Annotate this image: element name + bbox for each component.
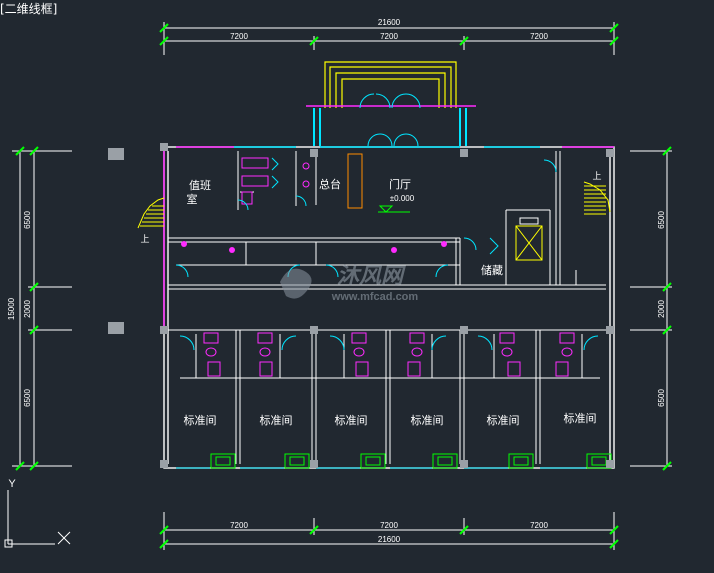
room-bathroom-fixtures [203,332,575,377]
room-doors [179,335,599,351]
watermark: 沐风网 www.mfcad.com [280,263,418,303]
bottom-total-dim: 21600 [378,535,401,544]
stair-up-right: 上 [592,171,601,181]
bottom-dim-3: 7200 [530,521,548,530]
top-dim-ticks [159,23,619,46]
bottom-dimensions [163,512,615,550]
axis-marker [108,148,124,160]
entrance-canopy [324,61,457,108]
interior-walls [168,151,606,290]
bottom-dim-1: 7200 [230,521,248,530]
left-dim-3: 6500 [23,389,32,407]
right-dim-2: 2000 [657,300,666,318]
right-dim-3: 6500 [657,389,666,407]
left-dim-ticks [15,146,39,471]
right-dim-ticks [662,146,672,471]
duty-room-label-2: 室 [187,192,198,206]
top-total-dim: 21600 [378,18,401,27]
front-desk-label: 总台 [319,177,341,191]
restroom-partitions [237,157,307,211]
left-dim-2: 2000 [23,300,32,318]
stair-up-left: 上 [140,234,149,244]
elevator-shaft [515,217,543,261]
left-dimensions [12,150,72,467]
bottom-dim-ticks [159,525,619,549]
watermark-logo-icon [280,268,312,299]
duty-room-label-1: 值班 [189,179,211,192]
elevation-mark-icon [378,205,410,213]
left-total-dim: 15000 [7,297,16,320]
bottom-dim-2: 7200 [380,521,398,530]
ucs-y-label: Y [8,478,16,490]
left-dim-1: 6500 [23,211,32,229]
entrance-walls [313,108,467,146]
pink-fixtures-upper [181,241,447,253]
guest-room-label: 标准间 [184,413,217,427]
ucs-icon [4,490,71,548]
viewport-mode-label[interactable]: [二维线框] [0,2,58,16]
guest-room-label: 标准间 [260,413,293,427]
room-windows [210,453,612,469]
wall-highlights [163,146,614,330]
guest-room-label: 标准间 [487,413,520,427]
right-dimensions [630,150,672,467]
watermark-url: www.mfcad.com [331,291,419,303]
guest-room-walls [168,329,610,464]
structural-columns [160,143,614,468]
corridor-doors [175,159,557,278]
top-dim-3: 7200 [530,32,548,41]
entrance-doors [359,93,421,147]
top-dim-2: 7200 [380,32,398,41]
stair-right [583,181,611,215]
elevation-label: ±0.000 [390,194,415,203]
right-dim-1: 6500 [657,211,666,229]
storage-label: 储藏 [481,263,503,277]
guest-room-label: 标准间 [335,413,368,427]
stair-left [137,197,165,229]
room-bathroom-basins [205,347,573,357]
lobby-label: 门厅 [389,177,411,191]
guest-room-label: 标准间 [411,413,444,427]
axis-marker [108,322,124,334]
top-dimensions [163,22,615,55]
reception-counter [347,153,363,209]
top-dim-1: 7200 [230,32,248,41]
restroom-fixtures [241,157,310,205]
watermark-brand: 沐风网 [337,263,406,288]
storage-door [489,237,499,255]
guest-room-label: 标准间 [564,411,597,425]
